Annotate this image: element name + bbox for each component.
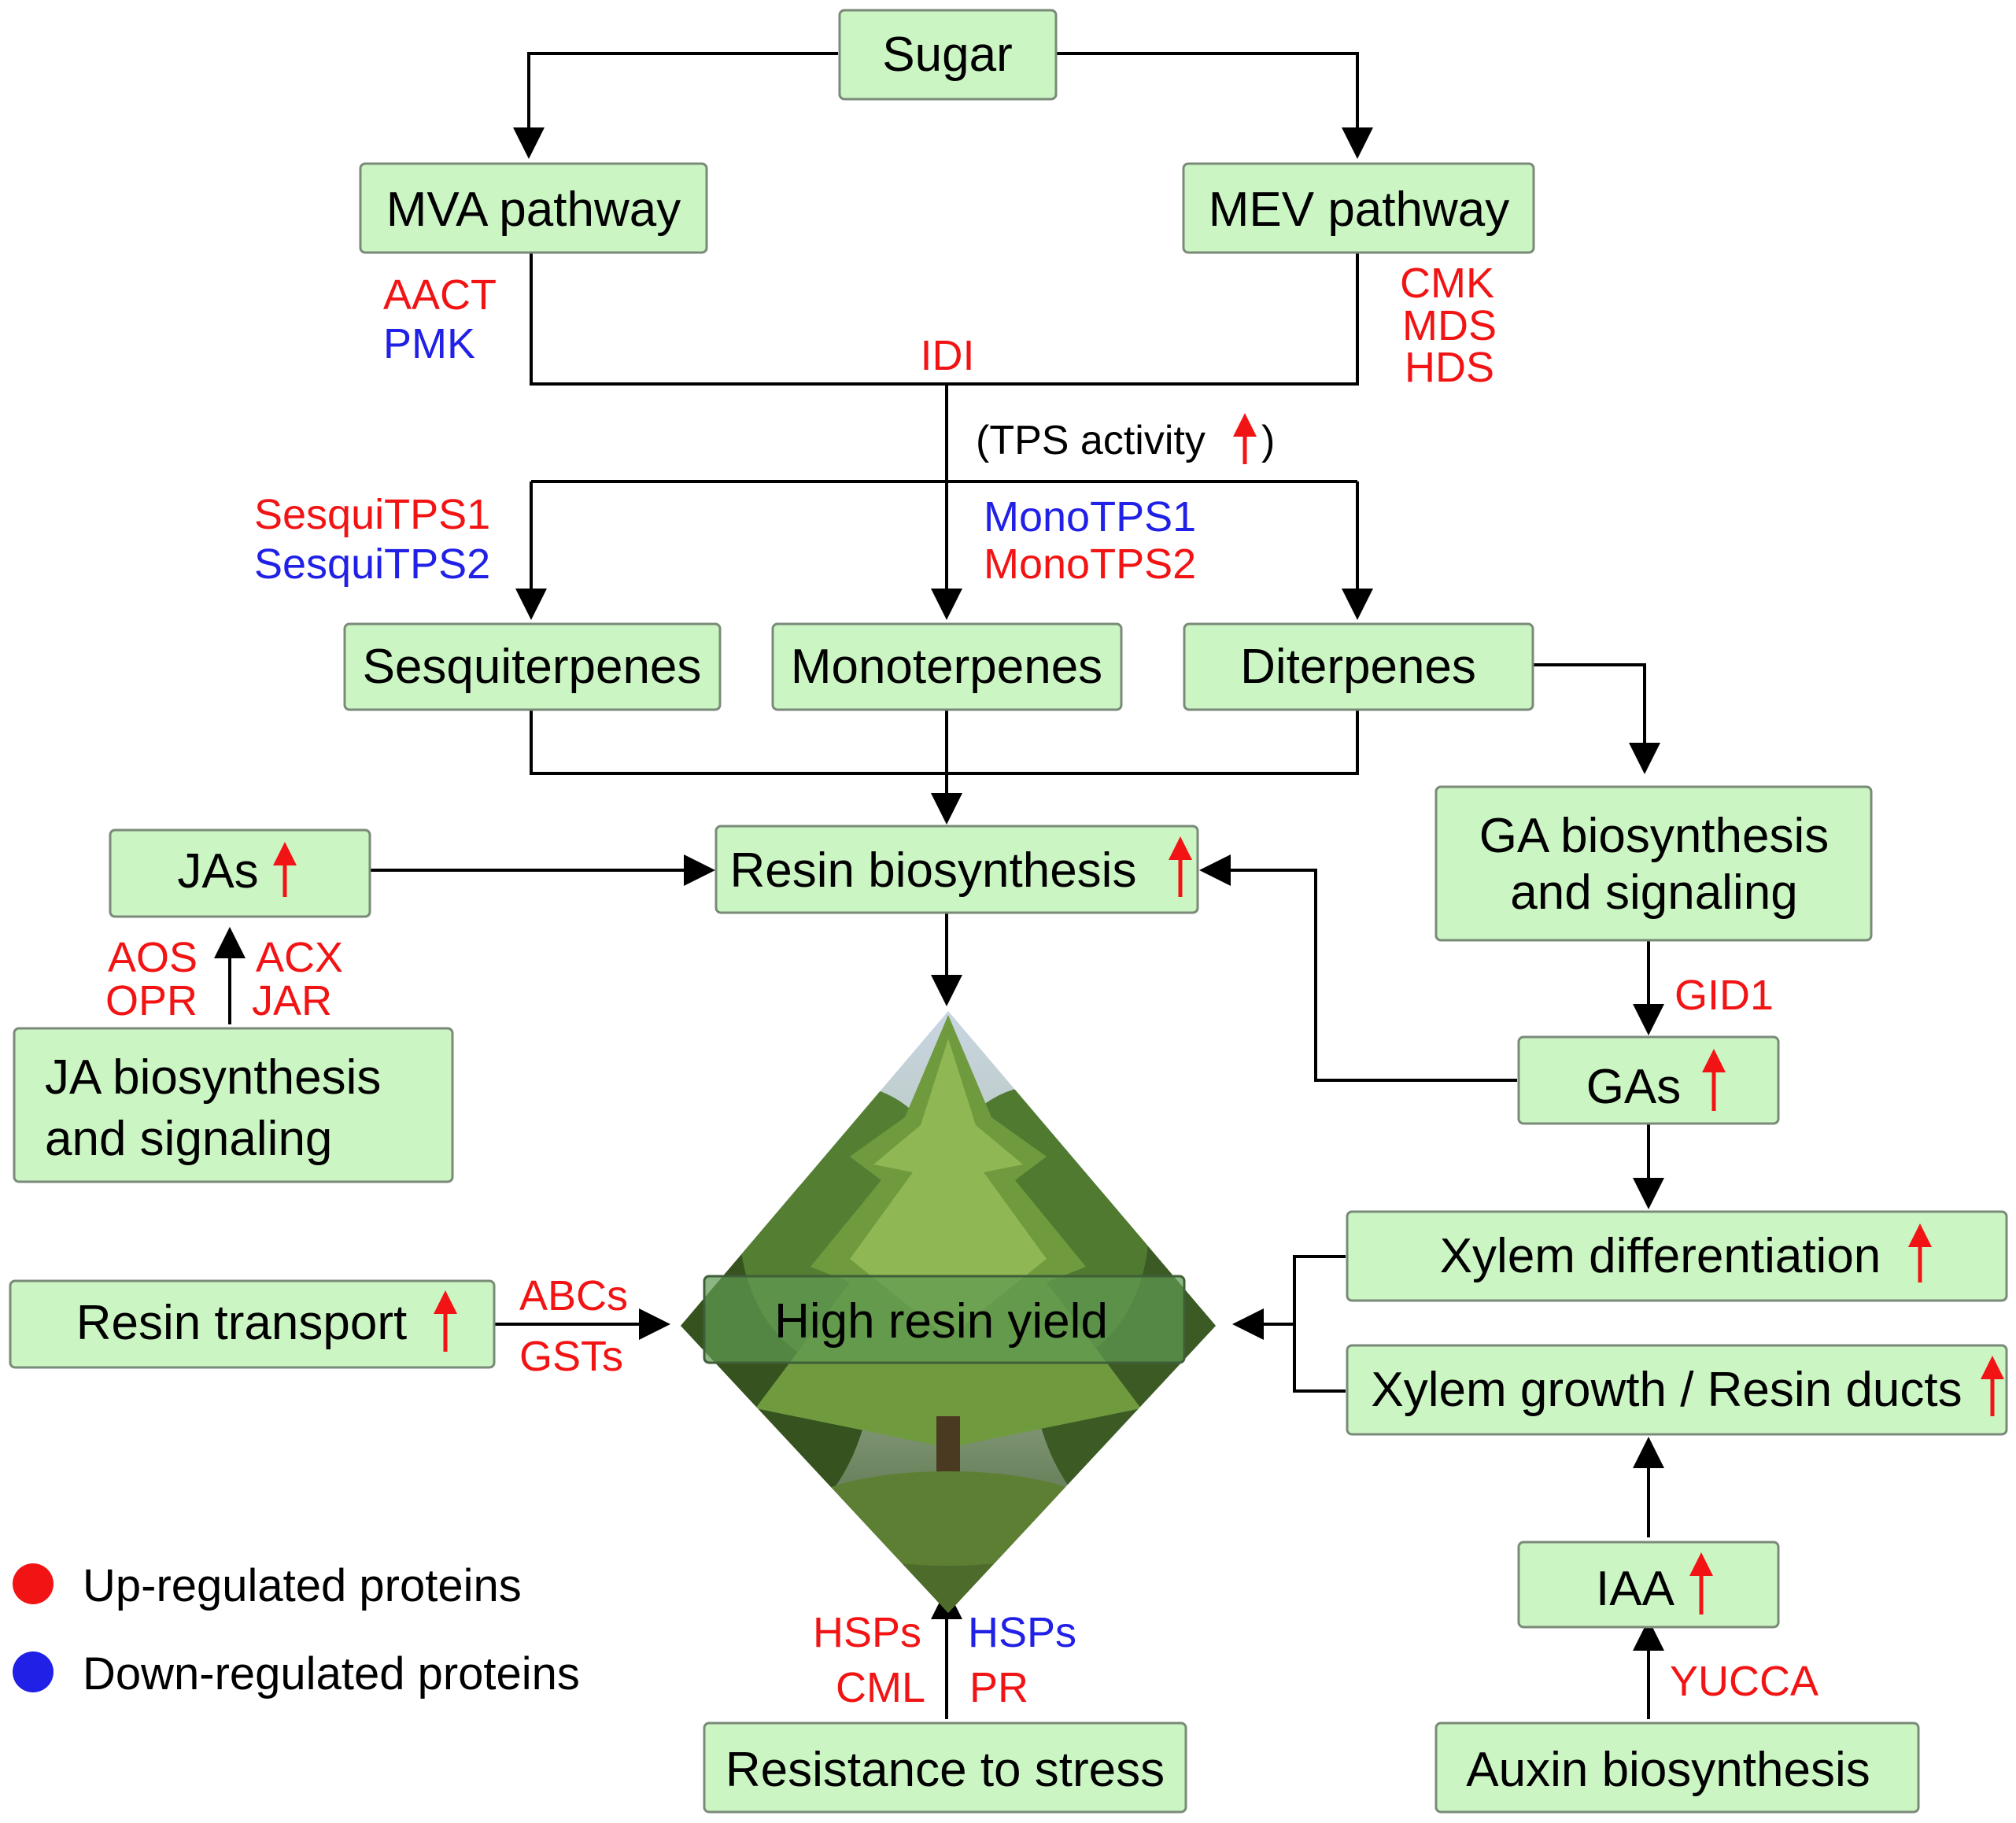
- gene-sesquitps1: SesquiTPS1: [254, 491, 490, 538]
- resin-biosynthesis-box: [714, 825, 1199, 914]
- up-regulation-arrows: [273, 413, 2004, 1614]
- xylem-differentiation-label: Xylem differentiation: [1440, 1229, 1881, 1283]
- gene-yucca: YUCCA: [1670, 1658, 1818, 1705]
- ga-biosynthesis-label-2: and signaling: [1510, 865, 1797, 920]
- sugar-box: [838, 9, 1058, 101]
- gene-opr: OPR: [105, 977, 198, 1024]
- resin-biosynthesis-label: Resin biosynthesis: [730, 843, 1137, 898]
- legend-down-label: Down-regulated proteins: [83, 1648, 580, 1699]
- gene-pmk: PMK: [383, 320, 475, 367]
- gene-monotps1: MonoTPS1: [984, 493, 1196, 541]
- ja-biosynthesis-box: [13, 1027, 454, 1183]
- nodes: [9, 9, 2008, 1814]
- legend: Up-regulated proteins Down-regulated pro…: [13, 1560, 580, 1699]
- resin-transport-box: [9, 1279, 496, 1369]
- auxin-biosynthesis-box: [1434, 1722, 1920, 1814]
- monoterpenes-box: [771, 622, 1123, 711]
- gene-gid1: GID1: [1674, 972, 1774, 1019]
- gene-hds: HDS: [1405, 344, 1494, 391]
- legend-up-label: Up-regulated proteins: [83, 1560, 522, 1611]
- gene-jar: JAR: [252, 977, 332, 1024]
- monoterpenes-label: Monoterpenes: [791, 640, 1102, 694]
- node-labels: Sugar MVA pathway MEV pathway (TPS activ…: [45, 28, 1962, 1797]
- jas-box: [109, 828, 371, 918]
- auxin-biosynthesis-label: Auxin biosynthesis: [1466, 1743, 1870, 1797]
- gene-aos: AOS: [108, 934, 198, 981]
- mev-box: [1182, 162, 1535, 254]
- jas-label: JAs: [177, 844, 258, 899]
- sesquiterpenes-label: Sesquiterpenes: [363, 640, 702, 694]
- gene-aact: AACT: [383, 271, 497, 319]
- legend-down-dot: [13, 1651, 54, 1692]
- resistance-label: Resistance to stress: [726, 1743, 1165, 1797]
- gene-hsps-down: HSPs: [968, 1609, 1076, 1656]
- gene-pr: PR: [969, 1664, 1028, 1711]
- mva-box: [359, 162, 708, 254]
- gene-abcs: ABCs: [519, 1272, 628, 1319]
- ga-biosynthesis-box: [1434, 785, 1873, 942]
- mev-label: MEV pathway: [1209, 183, 1510, 237]
- connectors: [214, 52, 1664, 1719]
- gene-hsps-up: HSPs: [813, 1609, 921, 1656]
- mva-label: MVA pathway: [386, 183, 681, 237]
- high-resin-yield-box: [703, 1275, 1186, 1364]
- xylem-growth-label: Xylem growth / Resin ducts: [1371, 1363, 1962, 1417]
- gas-label: GAs: [1586, 1060, 1682, 1114]
- gene-gsts: GSTs: [519, 1333, 623, 1380]
- legend-up-dot: [13, 1563, 54, 1604]
- gene-monotps2: MonoTPS2: [984, 541, 1196, 588]
- ga-biosynthesis-label-1: GA biosynthesis: [1479, 809, 1830, 863]
- gene-sesquitps2: SesquiTPS2: [254, 541, 490, 588]
- high-resin-yield-label: High resin yield: [774, 1294, 1108, 1349]
- resin-transport-label: Resin transport: [76, 1296, 407, 1350]
- gene-acx: ACX: [256, 934, 343, 981]
- xylem-growth-box: [1346, 1344, 2008, 1436]
- ja-biosynthesis-label-1: JA biosynthesis: [45, 1050, 381, 1105]
- diterpenes-label: Diterpenes: [1240, 640, 1476, 694]
- sesquiterpenes-box: [343, 622, 722, 711]
- gene-cmk: CMK: [1400, 260, 1494, 307]
- gene-cml: CML: [836, 1664, 925, 1711]
- diterpenes-box: [1183, 622, 1534, 711]
- gene-idi: IDI: [920, 332, 974, 379]
- xylem-differentiation-box: [1346, 1210, 2008, 1302]
- gene-mds: MDS: [1402, 302, 1497, 349]
- iaa-box: [1517, 1541, 1780, 1629]
- sugar-label: Sugar: [882, 28, 1012, 82]
- tps-activity-label: (TPS activity: [976, 418, 1206, 463]
- iaa-label: IAA: [1596, 1562, 1675, 1616]
- tps-activity-close: ): [1261, 418, 1275, 463]
- gene-labels: AACT PMK CMK MDS HDS IDI SesquiTPS1 Sesq…: [105, 260, 1818, 1711]
- ja-biosynthesis-label-2: and signaling: [45, 1112, 332, 1166]
- resistance-box: [703, 1722, 1187, 1814]
